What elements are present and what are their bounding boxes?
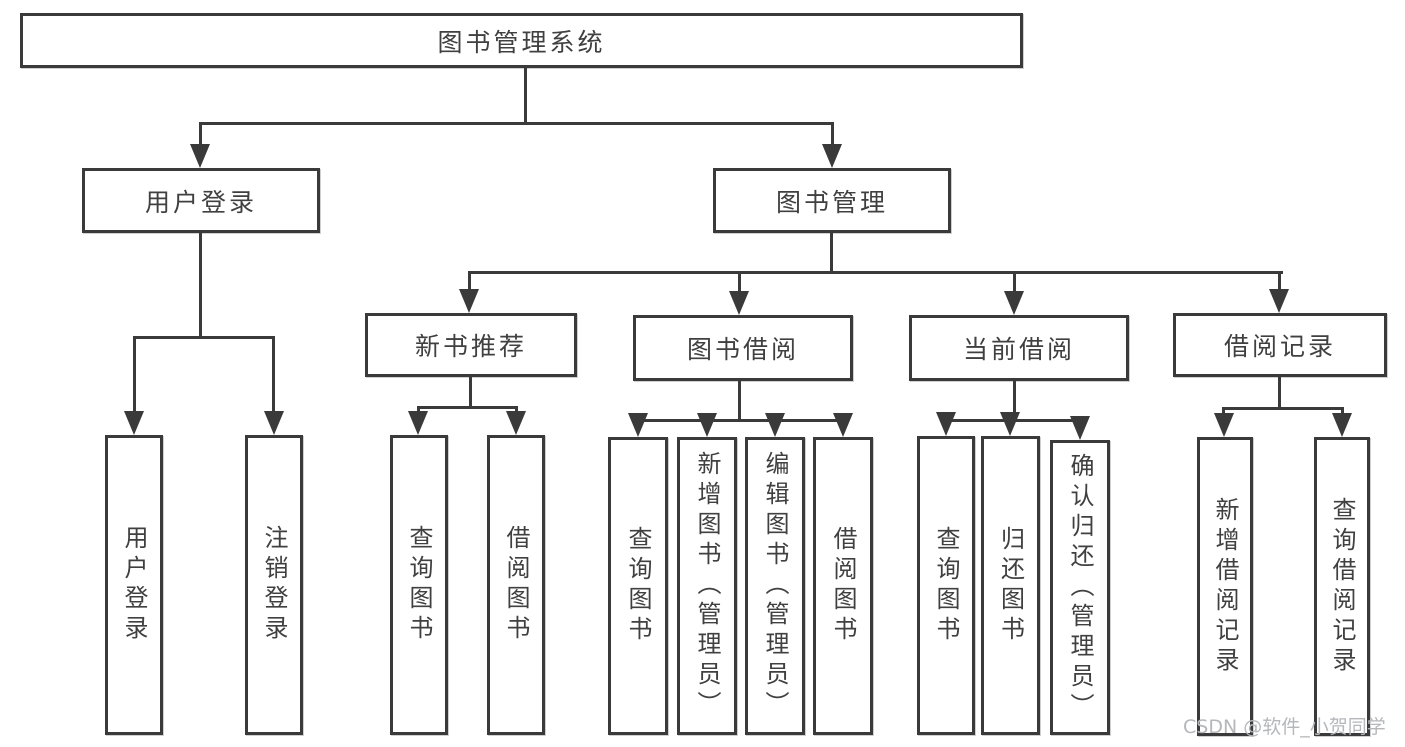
connector-line	[1222, 407, 1344, 410]
node-new-book-recommend: 新书推荐	[365, 313, 577, 377]
node-label: 用户登录	[144, 187, 257, 217]
arrow-down-icon	[459, 289, 479, 313]
node-label: 新书推荐	[414, 332, 527, 361]
connector-line	[469, 377, 472, 406]
connector-line	[524, 68, 527, 122]
arrow-down-icon	[408, 411, 428, 435]
node-label: 新增图书（管理员）	[693, 451, 721, 721]
node-label: 新增借阅记录	[1211, 496, 1239, 677]
leaf-add-book-admin: 新增图书（管理员）	[677, 437, 737, 735]
arrow-down-icon	[765, 413, 785, 437]
node-label: 确认归还（管理员）	[1066, 452, 1094, 723]
leaf-query-borrow-record: 查询借阅记录	[1314, 437, 1370, 736]
arrow-down-icon	[506, 411, 526, 435]
node-label: 用户登录	[120, 525, 148, 645]
node-label: 图书管理	[775, 187, 888, 217]
connector-line	[830, 233, 833, 274]
leaf-query-books-current: 查询图书	[917, 436, 975, 735]
leaf-query-books-recommend: 查询图书	[390, 435, 448, 735]
leaf-logout: 注销登录	[245, 435, 303, 735]
leaf-borrow-book: 借阅图书	[813, 437, 873, 735]
watermark: CSDN @软件_小贺同学	[1183, 716, 1386, 738]
arrow-down-icon	[729, 291, 749, 315]
leaf-user-login: 用户登录	[105, 435, 163, 735]
connector-line	[199, 233, 202, 336]
arrow-down-icon	[190, 144, 210, 168]
connector-line	[738, 271, 741, 291]
connector-line	[1013, 381, 1016, 419]
node-root-library-system: 图书管理系统	[20, 13, 1023, 68]
node-label: 注销登录	[260, 525, 288, 645]
node-label: 编辑图书（管理员）	[761, 451, 789, 721]
leaf-return-book: 归还图书	[981, 436, 1040, 735]
arrow-down-icon	[1004, 291, 1024, 315]
arrow-down-icon	[822, 144, 842, 168]
arrow-down-icon	[936, 412, 956, 436]
connector-line	[1013, 271, 1016, 291]
node-label: 查询借阅记录	[1328, 496, 1356, 677]
arrow-down-icon	[628, 413, 648, 437]
connector-line	[272, 336, 275, 413]
connector-line	[417, 406, 518, 409]
node-label: 借阅记录	[1223, 332, 1336, 361]
leaf-edit-book-admin: 编辑图书（管理员）	[745, 437, 805, 735]
node-label: 借阅图书	[502, 525, 530, 645]
node-label: 查询图书	[932, 525, 960, 646]
node-label: 图书借阅	[686, 335, 799, 364]
connector-line	[133, 336, 275, 339]
arrow-down-icon	[124, 411, 144, 435]
connector-line	[468, 271, 1283, 274]
connector-line	[1341, 407, 1344, 415]
node-label: 查询图书	[405, 525, 433, 645]
node-label: 当前借阅	[962, 335, 1075, 364]
arrow-down-icon	[1332, 413, 1352, 437]
connector-line	[1278, 377, 1281, 407]
node-borrow-records: 借阅记录	[1173, 313, 1387, 377]
node-current-borrow: 当前借阅	[909, 315, 1129, 381]
connector-line	[831, 122, 834, 148]
arrow-down-icon	[264, 411, 284, 435]
leaf-borrow-books-recommend: 借阅图书	[487, 435, 545, 735]
connector-line	[417, 406, 420, 413]
node-book-management: 图书管理	[713, 168, 951, 233]
arrow-down-icon	[833, 413, 853, 437]
connector-line	[636, 419, 845, 422]
node-label: 归还图书	[996, 525, 1025, 646]
connector-line	[133, 336, 136, 413]
node-book-borrow: 图书借阅	[633, 315, 853, 381]
connector-line	[515, 406, 518, 413]
connector-line	[199, 122, 834, 125]
node-user-login: 用户登录	[82, 168, 320, 233]
node-label: 查询图书	[624, 526, 652, 646]
leaf-add-borrow-record: 新增借阅记录	[1197, 437, 1253, 736]
leaf-confirm-return-admin: 确认归还（管理员）	[1050, 440, 1110, 735]
connector-line	[1278, 271, 1281, 291]
node-label: 图书管理系统	[437, 27, 606, 57]
connector-line	[199, 122, 202, 148]
arrow-down-icon	[1214, 413, 1234, 437]
arrow-down-icon	[1070, 416, 1090, 440]
arrow-down-icon	[697, 413, 717, 437]
node-label: 借阅图书	[829, 526, 857, 646]
connector-line	[1222, 407, 1225, 415]
arrow-down-icon	[1269, 289, 1289, 313]
leaf-query-books-borrow: 查询图书	[608, 437, 668, 735]
arrow-down-icon	[1000, 412, 1020, 436]
connector-line	[468, 271, 471, 291]
connector-line	[738, 381, 741, 419]
